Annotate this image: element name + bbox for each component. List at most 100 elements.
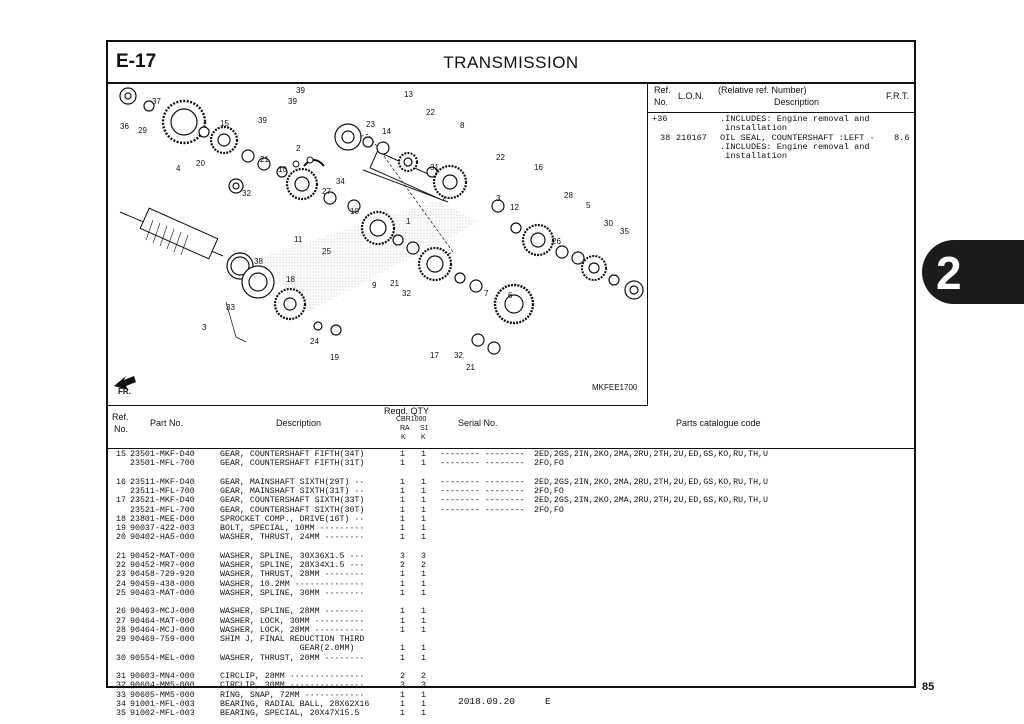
- cell-part: 90463-MCJ-000: [130, 607, 195, 617]
- cell-desc: WASHER, LOCK, 30MM ··········: [220, 616, 365, 626]
- callout-label: 21: [466, 363, 475, 372]
- callout-label: 29: [138, 126, 147, 135]
- cell-desc: GEAR(2.0MM): [220, 644, 355, 654]
- cell-part: 23521-MFL-700: [130, 505, 195, 515]
- callout-label: 3: [202, 323, 207, 332]
- callout-label: 13: [404, 90, 413, 99]
- ref-desc: installation: [720, 123, 788, 133]
- ref-desc: .INCLUDES: Engine removal and: [720, 114, 870, 124]
- chapter-tab[interactable]: 2: [922, 240, 1024, 304]
- cell-q2: 1: [421, 699, 426, 709]
- diagram-labels: 39 37 13 39 22 36 29 39 15 2 23 14 8 4 2…: [120, 86, 629, 372]
- cell-desc: WASHER, SPLINE, 28X34X1.5 ···: [220, 561, 365, 570]
- callout-label: 11: [294, 235, 303, 244]
- cell-desc: GEAR, MAINSHAFT SIXTH(29T) ··: [220, 477, 365, 487]
- callout-label: 9: [372, 281, 377, 290]
- reference-table-header: Ref. No. L.O.N. (Relative ref. Number) D…: [648, 82, 914, 113]
- cell-ref: 20: [116, 533, 126, 543]
- cell-ref: 21: [116, 551, 126, 561]
- ref-desc: .INCLUDES: Engine removal and: [720, 142, 870, 152]
- reqd-qty-heading: Reqd. QTY: [384, 406, 430, 416]
- callout-label: 14: [382, 127, 391, 136]
- cell-desc: CIRCLIP, 30MM ···············: [220, 681, 365, 691]
- cell-serial: -------- --------: [440, 496, 525, 506]
- table-row: [108, 663, 914, 672]
- cell-desc: WASHER, SPLINE, 30X36X1.5 ···: [220, 551, 365, 561]
- cell-ref: 31: [116, 672, 126, 681]
- callout-label: 37: [152, 97, 161, 106]
- cell-q2: 1: [421, 607, 426, 617]
- ref-desc: OIL SEAL, COUNTERSHAFT :LEFT ·: [720, 133, 875, 143]
- cell-q1: 1: [400, 616, 405, 626]
- callout-label: 1: [406, 217, 411, 226]
- description-heading: Description: [774, 97, 820, 107]
- page-number: 85: [922, 681, 935, 693]
- cell-serial: -------- --------: [440, 459, 525, 469]
- cell-q1: 1: [400, 459, 405, 469]
- cell-q1: 1: [400, 477, 405, 487]
- cell-desc: WASHER, THRUST, 28MM ········: [220, 570, 365, 580]
- cell-code: 2ED,2GS,2IN,2KO,2MA,2RU,2TH,2U,ED,GS,KO,…: [534, 450, 769, 459]
- callout-label: 36: [120, 122, 129, 131]
- cell-desc: CIRCLIP, 28MM ···············: [220, 672, 365, 681]
- cell-desc: SHIM J, FINAL REDUCTION THIRD: [220, 635, 365, 644]
- frt-heading: F.R.T.: [886, 91, 910, 101]
- cell-part: 23521-MKF-D40: [130, 496, 195, 506]
- cell-ref: 33: [116, 690, 126, 700]
- cell-part: 91001-MFL-003: [130, 699, 195, 709]
- cell-part: 91002-MFL-003: [130, 709, 195, 718]
- cell-ref: 26: [116, 607, 126, 617]
- cell-q1: 1: [400, 709, 405, 718]
- page-title: TRANSMISSION: [443, 53, 579, 72]
- callout-label: 27: [322, 187, 331, 196]
- cell-ref: 25: [116, 588, 126, 598]
- cell-part: 90463-MAT-000: [130, 588, 195, 598]
- k-heading: K: [401, 434, 406, 441]
- cell-q2: 3: [421, 681, 426, 691]
- table-row: [108, 469, 914, 478]
- cell-code: 2FO,FO: [534, 505, 564, 515]
- cell-q1: 1: [400, 524, 405, 533]
- cell-q2: 1: [421, 450, 426, 459]
- cell-desc: GEAR, COUNTERSHAFT SIXTH(30T): [220, 505, 365, 515]
- language-code: E: [545, 696, 551, 707]
- callout-label: 10: [350, 207, 359, 216]
- cell-part: 90464-MCJ-000: [130, 625, 195, 635]
- cell-q2: 1: [421, 459, 426, 469]
- callout-label: 20: [196, 159, 205, 168]
- cell-q1: 1: [400, 588, 405, 598]
- cell-part: 23511-MKF-D40: [130, 477, 195, 487]
- cell-code: 2FO,FO: [534, 459, 564, 469]
- cell-q1: 2: [400, 672, 405, 681]
- callout-label: 23: [366, 120, 375, 129]
- cell-ref: 29: [116, 635, 126, 644]
- cell-code: 2FO,FO: [534, 487, 564, 496]
- callout-label: 24: [310, 337, 319, 346]
- callout-label: 38: [254, 257, 263, 266]
- cell-q1: 1: [400, 570, 405, 580]
- chapter-tab-number: 2: [936, 247, 962, 299]
- callout-label: 21: [260, 155, 269, 164]
- cell-part: 90037-422-003: [130, 524, 195, 533]
- front-mark: FR.: [118, 387, 131, 396]
- cell-q2: 1: [421, 514, 426, 524]
- print-date: 2018.09.20: [458, 696, 516, 707]
- cell-q2: 1: [421, 477, 426, 487]
- cell-part: 90458-729-920: [130, 570, 195, 580]
- callout-label: 39: [258, 116, 267, 125]
- ref-lon: 210167: [676, 133, 707, 143]
- diagram-drawing: 39 37 13 39 22 36 29 39 15 2 23 14 8 4 2…: [114, 86, 644, 396]
- callout-label: 2: [296, 144, 301, 153]
- cell-ref: 22: [116, 561, 126, 570]
- cell-part: 23511-MFL-700: [130, 487, 195, 496]
- cell-part: 90603-MN4-000: [130, 672, 195, 681]
